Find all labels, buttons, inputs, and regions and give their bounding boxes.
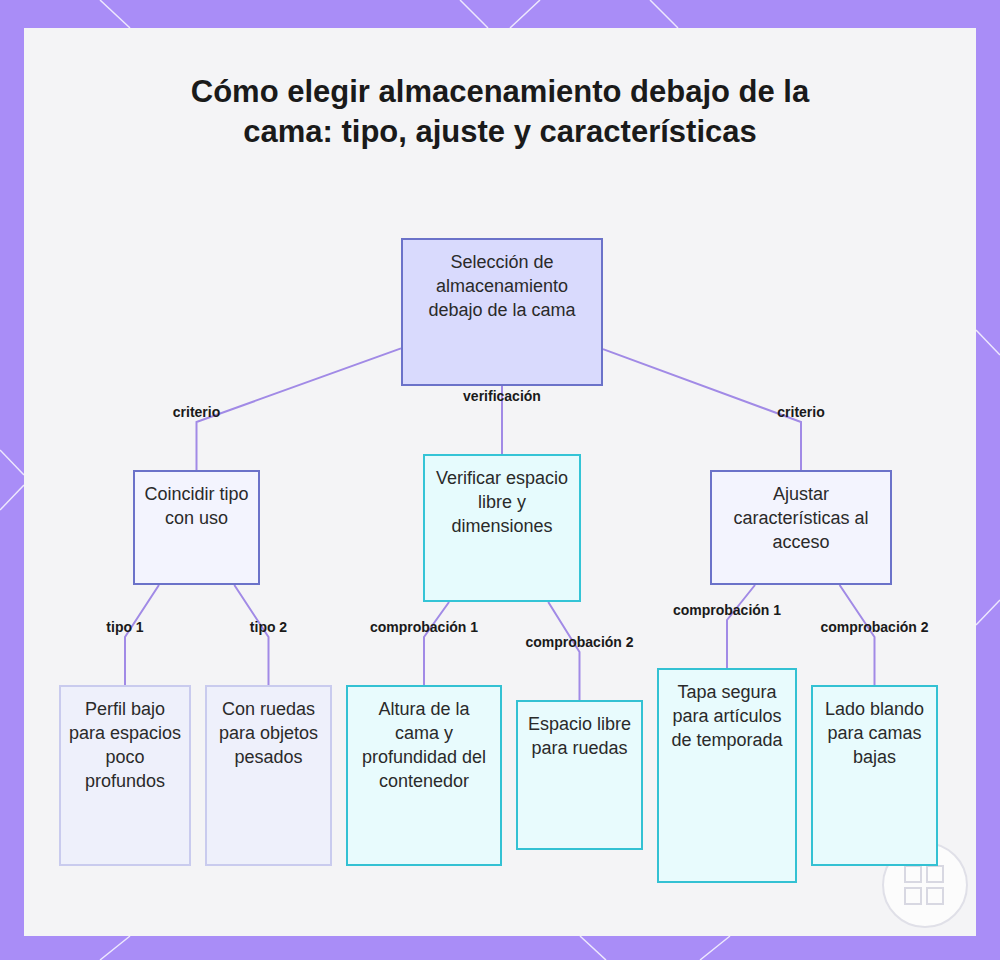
check-item-box: Espacio libre para ruedas <box>516 700 643 850</box>
node-label: Perfil bajo para espacios poco profundos <box>67 697 183 793</box>
connector-line <box>603 349 801 470</box>
criterion-box: Coincidir tipo con uso <box>133 470 260 585</box>
node-label: Selección de almacenamiento debajo de la… <box>409 250 595 322</box>
edge-label: tipo 2 <box>250 619 287 635</box>
edge-label: comprobación 1 <box>370 619 478 635</box>
connector-line <box>548 602 579 700</box>
node-label: Lado blando para camas bajas <box>819 697 930 769</box>
edge-label: comprobación 1 <box>673 602 781 618</box>
connector-line <box>727 585 755 668</box>
check-box: Verificar espacio libre y dimensiones <box>423 454 581 602</box>
root-box: Selección de almacenamiento debajo de la… <box>401 238 603 386</box>
connector-line <box>424 602 449 685</box>
node-label: Tapa segura para artículos de temporada <box>665 680 789 752</box>
edge-label: tipo 1 <box>106 619 143 635</box>
node-label: Altura de la cama y profundidad del cont… <box>354 697 494 793</box>
connector-line <box>840 585 875 685</box>
edge-label: comprobación 2 <box>820 619 928 635</box>
diagram-title: Cómo elegir almacenamiento debajo de la … <box>160 72 840 152</box>
check-item-box: Lado blando para camas bajas <box>811 685 938 866</box>
check-item-box: Tapa segura para artículos de temporada <box>657 668 797 883</box>
option-box: Con ruedas para objetos pesados <box>205 685 332 866</box>
panel <box>24 28 976 936</box>
node-label: Con ruedas para objetos pesados <box>213 697 324 769</box>
edge-label: criterio <box>173 404 220 420</box>
connector-line <box>125 585 159 685</box>
node-label: Espacio libre para ruedas <box>524 712 635 760</box>
connector-line <box>197 348 402 470</box>
check-item-box: Altura de la cama y profundidad del cont… <box>346 685 502 866</box>
criterion-box: Ajustar características al acceso <box>710 470 892 585</box>
node-label: Coincidir tipo con uso <box>141 482 252 530</box>
connector-line <box>234 585 268 685</box>
node-label: Ajustar características al acceso <box>718 482 884 554</box>
node-label: Verificar espacio libre y dimensiones <box>431 466 573 538</box>
edge-label: verificación <box>463 388 541 404</box>
edge-label: criterio <box>777 404 824 420</box>
option-box: Perfil bajo para espacios poco profundos <box>59 685 191 866</box>
edge-label: comprobación 2 <box>525 634 633 650</box>
